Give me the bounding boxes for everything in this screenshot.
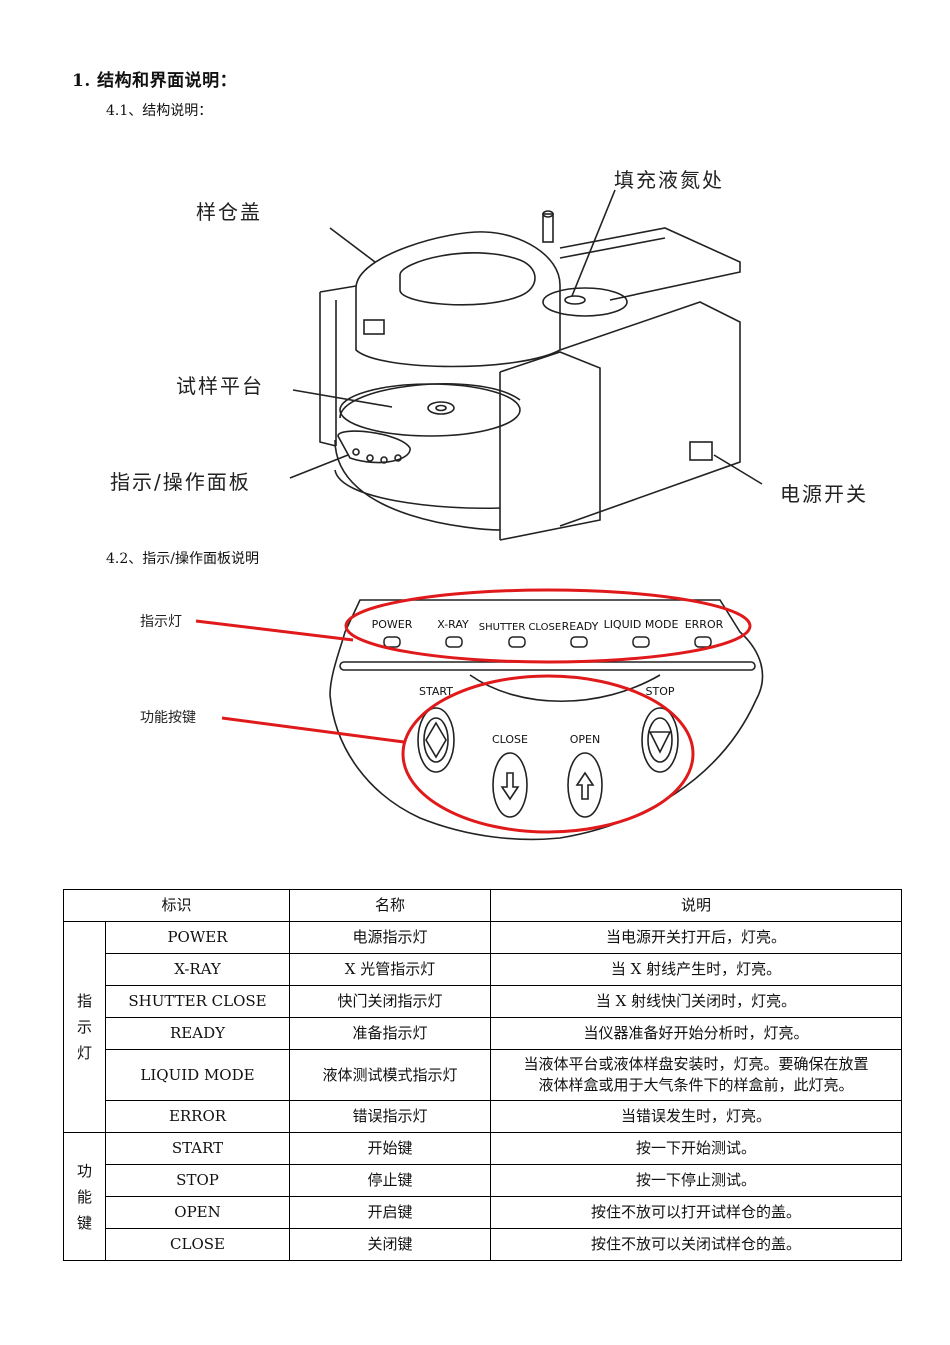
group-label-function-keys: 功 能 键 [63, 1132, 106, 1261]
start-diamond-icon [425, 721, 447, 759]
cell-desc: 按一下开始测试。 [490, 1132, 903, 1165]
arrow-up-icon [575, 771, 595, 800]
cell-name: 停止键 [289, 1164, 492, 1197]
indicator-label-shutter-close: SHUTTER CLOSE [479, 622, 561, 633]
label-power-switch: 电源开关 [780, 482, 868, 506]
table-row: X-RAY X 光管指示灯 当 X 射线产生时，灯亮。 [64, 953, 903, 986]
indicator-highlight-ellipse [344, 588, 752, 664]
liquid-mode-led [632, 636, 650, 648]
label-control-panel: 指示/操作面板 [110, 470, 251, 494]
table-row: STOP 停止键 按一下停止测试。 [64, 1164, 903, 1197]
label-indicator-lights: 指示灯 [140, 614, 182, 630]
label-sample-platform: 试样平台 [176, 374, 264, 398]
table-row: OPEN 开启键 按住不放可以打开试样仓的盖。 [64, 1196, 903, 1229]
stop-button[interactable] [641, 707, 679, 773]
cell-name: 错误指示灯 [289, 1100, 492, 1133]
error-led [694, 636, 712, 648]
table-row: 指 示 灯 POWER 电源指示灯 当电源开关打开后，灯亮。 [63, 921, 903, 1133]
indicator-label-xray: X-RAY [437, 618, 469, 631]
ready-led [570, 636, 588, 648]
cell-id: ERROR [104, 1100, 291, 1133]
label-liquid-nitrogen: 填充液氮处 [614, 168, 724, 192]
cell-id: OPEN [104, 1196, 291, 1229]
cell-name: 准备指示灯 [289, 1017, 492, 1050]
cell-desc: 按住不放可以打开试样仓的盖。 [490, 1196, 903, 1229]
table-row: LIQUID MODE 液体测试模式指示灯 当液体平台或液体样盘安装时，灯亮。要… [64, 1049, 903, 1101]
button-label-stop: STOP [646, 685, 675, 698]
button-label-start: START [419, 685, 453, 698]
cell-id: SHUTTER CLOSE [104, 985, 291, 1018]
cell-desc: 当液体平台或液体样盘安装时，灯亮。要确保在放置 液体样盒或用于大气条件下的样盒前… [490, 1049, 903, 1101]
button-label-open: OPEN [570, 733, 600, 746]
subsection-panel: 4.2、指示/操作面板说明 [106, 551, 259, 567]
cell-name: 液体测试模式指示灯 [289, 1049, 492, 1101]
cell-id: READY [104, 1017, 291, 1050]
cell-id: POWER [104, 921, 291, 954]
cell-desc: 按一下停止测试。 [490, 1164, 903, 1197]
table-row: 功 能 键 START 开始键 按一下开始测试。 [63, 1132, 903, 1261]
cell-id: START [104, 1132, 291, 1165]
stop-triangle-icon [648, 731, 672, 754]
power-led [383, 636, 401, 648]
start-button[interactable] [417, 707, 455, 773]
cell-desc: 当仪器准备好开始分析时，灯亮。 [490, 1017, 903, 1050]
table-header-row: 标识 名称 说明 [62, 889, 903, 922]
indicator-label-liquid-mode: LIQUID MODE [604, 618, 679, 631]
section-heading: 1. 结构和界面说明： [72, 71, 238, 91]
instrument-drawing [289, 189, 763, 541]
cell-name: 快门关闭指示灯 [289, 985, 492, 1018]
open-button[interactable] [567, 752, 603, 818]
cell-id: CLOSE [104, 1228, 291, 1261]
cell-name: X 光管指示灯 [289, 953, 492, 986]
close-button[interactable] [492, 752, 528, 818]
xray-led [445, 636, 463, 648]
header-desc: 说明 [490, 889, 903, 922]
table-row: SHUTTER CLOSE 快门关闭指示灯 当 X 射线快门关闭时，灯亮。 [64, 985, 903, 1018]
cell-id: LIQUID MODE [104, 1049, 291, 1101]
cell-desc: 当 X 射线产生时，灯亮。 [490, 953, 903, 986]
cell-name: 电源指示灯 [289, 921, 492, 954]
cell-desc: 当电源开关打开后，灯亮。 [490, 921, 903, 954]
label-function-keys: 功能按键 [140, 710, 196, 726]
cell-name: 开启键 [289, 1196, 492, 1229]
cell-id: STOP [104, 1164, 291, 1197]
indicator-label-power: POWER [372, 618, 413, 631]
label-lid: 样仓盖 [196, 200, 262, 224]
cell-name: 开始键 [289, 1132, 492, 1165]
header-name: 名称 [289, 889, 492, 922]
cell-desc: 当 X 射线快门关闭时，灯亮。 [490, 985, 903, 1018]
cell-name: 关闭键 [289, 1228, 492, 1261]
cell-desc: 当错误发生时，灯亮。 [490, 1100, 903, 1133]
button-highlight-ellipse [401, 674, 695, 834]
cell-desc: 按住不放可以关闭试样仓的盖。 [490, 1228, 903, 1261]
spec-table: 标识 名称 说明 指 示 灯 POWER 电源指示灯 当电源开关打开后，灯亮。 … [62, 889, 903, 1261]
cell-desc-line: 当液体平台或液体样盘安装时，灯亮。要确保在放置 [523, 1055, 869, 1073]
shutter-close-led [508, 636, 526, 648]
control-panel-drawing: POWER X-RAY SHUTTER CLOSE READY LIQUID M… [195, 588, 764, 841]
header-id: 标识 [62, 889, 291, 922]
group-label-indicators: 指 示 灯 [63, 921, 106, 1133]
indicator-label-error: ERROR [685, 618, 724, 631]
table-row: ERROR 错误指示灯 当错误发生时，灯亮。 [64, 1100, 903, 1133]
table-row: READY 准备指示灯 当仪器准备好开始分析时，灯亮。 [64, 1017, 903, 1050]
cell-id: X-RAY [104, 953, 291, 986]
subsection-structure: 4.1、结构说明： [106, 103, 213, 119]
arrow-down-icon [500, 772, 520, 801]
indicator-label-ready: READY [562, 620, 599, 633]
table-row: CLOSE 关闭键 按住不放可以关闭试样仓的盖。 [64, 1228, 903, 1261]
button-label-close: CLOSE [492, 733, 528, 746]
cell-desc-line: 液体样盒或用于大气条件下的样盒前，此灯亮。 [538, 1076, 854, 1094]
